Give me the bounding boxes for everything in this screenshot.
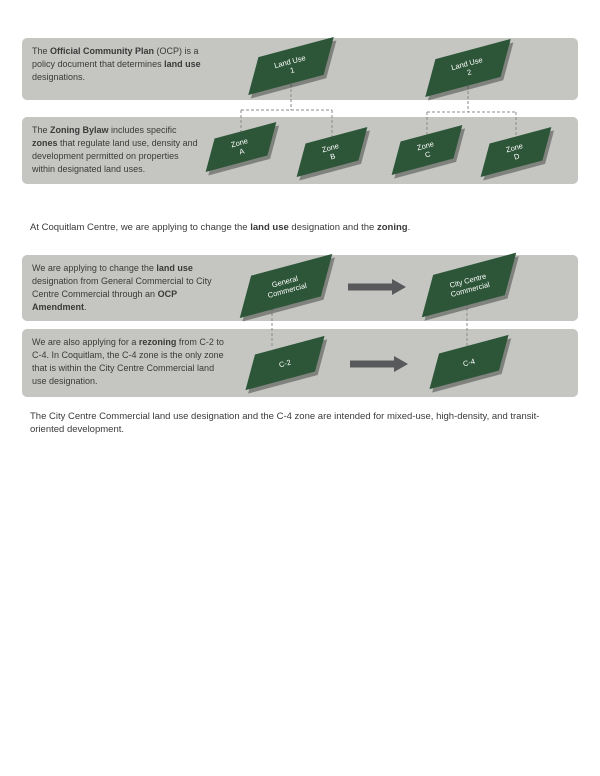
text-segment: (OCP) is a policy document that determin… (32, 46, 199, 69)
text-segment: The (32, 46, 51, 56)
text-segment-bold: Zoning Bylaw (50, 125, 109, 135)
label-line-2: A (238, 146, 246, 157)
label-line-1: C-4 (461, 356, 477, 368)
text-segment: that regulate land use, density and deve… (32, 138, 198, 174)
connector-landuse2-to-zones (426, 86, 517, 137)
footer-paragraph: The City Centre Commercial land use desi… (30, 411, 540, 435)
text-segment: . (407, 222, 411, 233)
text-segment: includes specific (108, 125, 177, 135)
text-segment-bold: land use (156, 263, 193, 273)
zoning-bylaw-description: The Zoning Bylaw includes specific zones… (32, 124, 202, 176)
intro-paragraph: At Coquitlam Centre, we are applying to … (30, 221, 590, 234)
text-segment-bold: land use (164, 59, 201, 69)
text-segment: designations. (32, 72, 86, 82)
text-segment-bold: land use (250, 222, 289, 233)
text-segment-bold: OCP Amendment (32, 289, 177, 312)
rezoning-description: We are also applying for a rezoning from… (32, 336, 227, 388)
label-line-2: 1 (288, 65, 296, 76)
text-segment-bold: zones (32, 138, 58, 148)
text-segment: The (32, 125, 51, 135)
text-segment: At Coquitlam Centre, we are applying to … (30, 222, 251, 233)
ocp-description: The Official Community Plan (OCP) is a p… (32, 45, 202, 84)
connector-landuse1-to-zones (240, 84, 333, 137)
text-segment: designation from General Commercial to C… (32, 276, 212, 299)
diamond-label: C-4 (462, 356, 476, 368)
label-line-2: 2 (465, 67, 473, 78)
text-segment: . (84, 302, 87, 312)
text-segment-bold: Official Community Plan (50, 46, 155, 56)
text-segment: We are applying to change the (32, 263, 157, 273)
arrow-right-icon (350, 356, 408, 372)
label-line-2: B (329, 151, 337, 162)
arrow-right-icon (348, 279, 406, 295)
text-segment: designation and the (288, 222, 377, 233)
diamond-label: C-2 (278, 357, 292, 369)
label-line-1: C-2 (277, 357, 293, 369)
text-segment-bold: rezoning (138, 337, 177, 347)
label-line-2: D (513, 151, 521, 162)
text-segment: from C-2 to C-4. In Coquitlam, the C-4 z… (32, 337, 224, 386)
label-line-2: C (424, 149, 432, 160)
text-segment: We are also applying for a (32, 337, 139, 347)
ocp-amendment-description: We are applying to change the land use d… (32, 262, 212, 314)
text-segment-bold: zoning (376, 222, 408, 233)
